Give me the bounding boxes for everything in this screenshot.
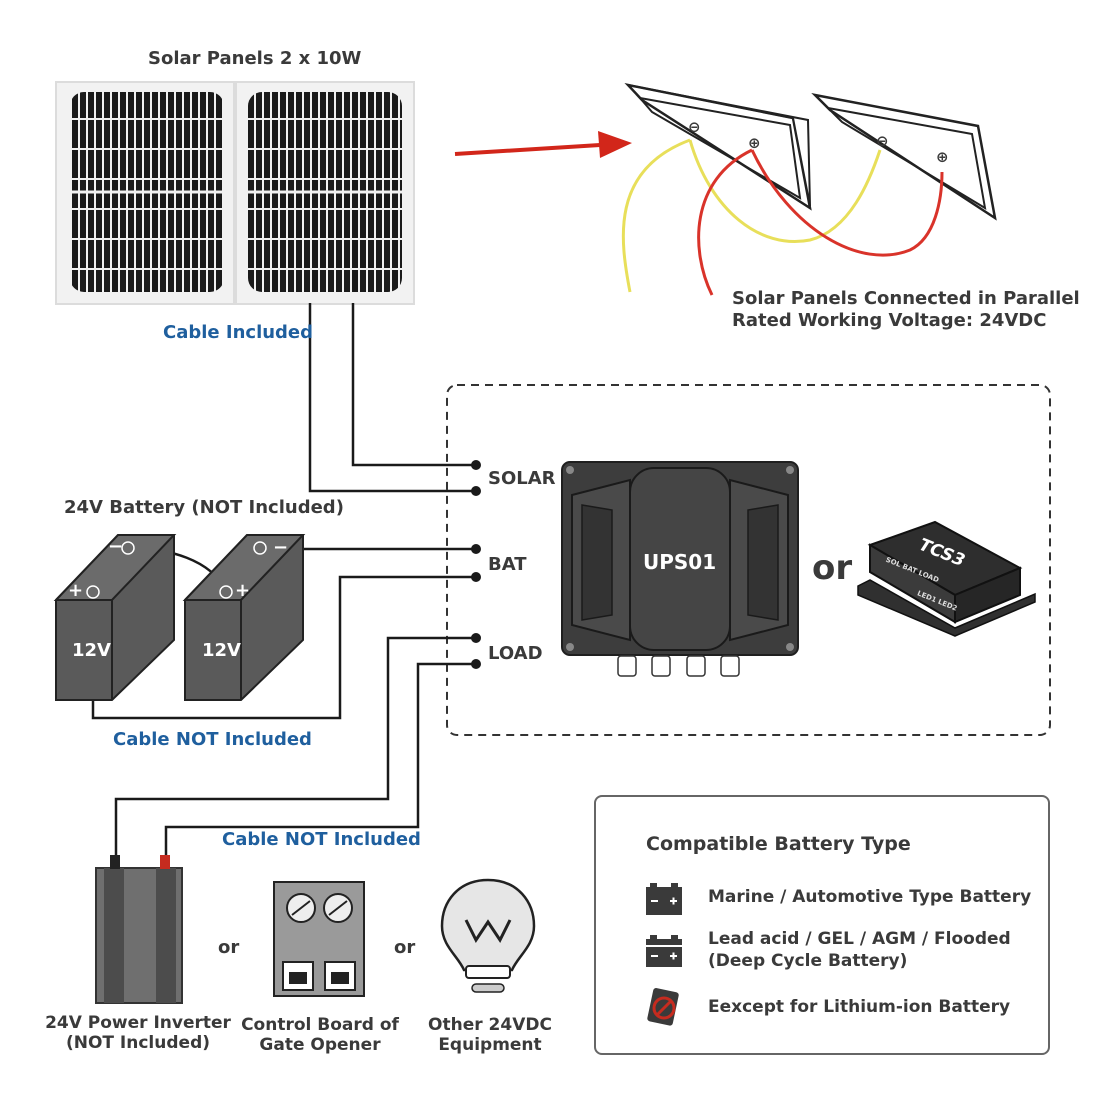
- parallel-caption-line2: Rated Working Voltage: 24VDC: [732, 310, 1047, 331]
- compatible-battery-legend: Compatible Battery Type Marine / Automot…: [594, 795, 1050, 1055]
- battery-title: 24V Battery (NOT Included): [64, 497, 344, 518]
- legend-item-3: Eexcept for Lithium-ion Battery: [708, 997, 1011, 1017]
- control-board-caption-line1: Control Board of: [241, 1015, 399, 1035]
- solar-cable-label: Cable Included: [163, 322, 314, 343]
- panel1-minus-icon: ⊖: [688, 118, 701, 136]
- solar-panel-left: [70, 92, 224, 292]
- battery-right-label: 12V: [202, 640, 241, 661]
- ups01-device-image: [561, 461, 799, 677]
- parallel-panels-illustration: [621, 83, 997, 296]
- terminal-solar-label: SOLAR: [488, 468, 556, 489]
- battery-left-plus: +: [68, 580, 84, 601]
- battery-right: [182, 534, 306, 701]
- panel1-plus-icon: ⊕: [748, 134, 761, 152]
- controller-dashed-box: [446, 384, 1051, 736]
- control-board-image: [273, 881, 365, 997]
- battery-cable-label: Cable NOT Included: [113, 729, 312, 750]
- control-board-caption-line2: Gate Opener: [259, 1035, 381, 1055]
- deep-cycle-battery-icon: [646, 935, 682, 967]
- other-equipment-caption: Other 24VDC Equipment: [420, 1015, 560, 1055]
- legend-item-2-line2: (Deep Cycle Battery): [708, 951, 908, 971]
- parallel-caption-line1: Solar Panels Connected in Parallel: [732, 288, 1080, 309]
- power-inverter-image: [95, 855, 183, 1004]
- battery-left-minus: −: [108, 536, 124, 557]
- panel2-plus-icon: ⊕: [936, 148, 949, 166]
- legend-item-1: Marine / Automotive Type Battery: [708, 887, 1032, 907]
- load-or-label-2: or: [394, 937, 416, 958]
- device-or-label: or: [812, 548, 853, 588]
- red-arrow-icon: [454, 131, 632, 158]
- other-equipment-caption-line1: Other 24VDC: [428, 1015, 552, 1035]
- panel2-minus-icon: ⊖: [876, 132, 889, 150]
- other-equipment-caption-line2: Equipment: [438, 1035, 542, 1055]
- car-battery-icon: [646, 883, 682, 915]
- battery-left: [53, 534, 177, 701]
- tcs3-device-image: [857, 520, 1036, 637]
- battery-right-plus: +: [235, 580, 251, 601]
- terminal-load-label: LOAD: [488, 643, 543, 664]
- load-or-label-1: or: [218, 937, 240, 958]
- legend-item-2: Lead acid / GEL / AGM / Flooded (Deep Cy…: [708, 928, 1011, 972]
- load-cable-label: Cable NOT Included: [222, 829, 421, 850]
- solar-panels-title: Solar Panels 2 x 10W: [148, 48, 362, 69]
- legend-item-2-line1: Lead acid / GEL / AGM / Flooded: [708, 929, 1011, 949]
- light-bulb-icon: [440, 878, 536, 993]
- inverter-caption-line2: (NOT Included): [65, 1033, 211, 1053]
- inverter-caption-line1: 24V Power Inverter: [45, 1013, 231, 1033]
- terminal-dots: [471, 460, 481, 669]
- solar-panel-right: [248, 92, 402, 292]
- battery-right-minus: −: [273, 537, 289, 558]
- inverter-caption: 24V Power Inverter (NOT Included): [40, 1013, 236, 1053]
- no-lithium-icon: [647, 988, 679, 1026]
- solar-panels-image: [55, 81, 415, 305]
- legend-title: Compatible Battery Type: [646, 833, 911, 855]
- battery-left-label: 12V: [72, 640, 111, 661]
- terminal-bat-label: BAT: [488, 554, 527, 575]
- ups01-label: UPS01: [643, 550, 717, 574]
- control-board-caption: Control Board of Gate Opener: [230, 1015, 410, 1055]
